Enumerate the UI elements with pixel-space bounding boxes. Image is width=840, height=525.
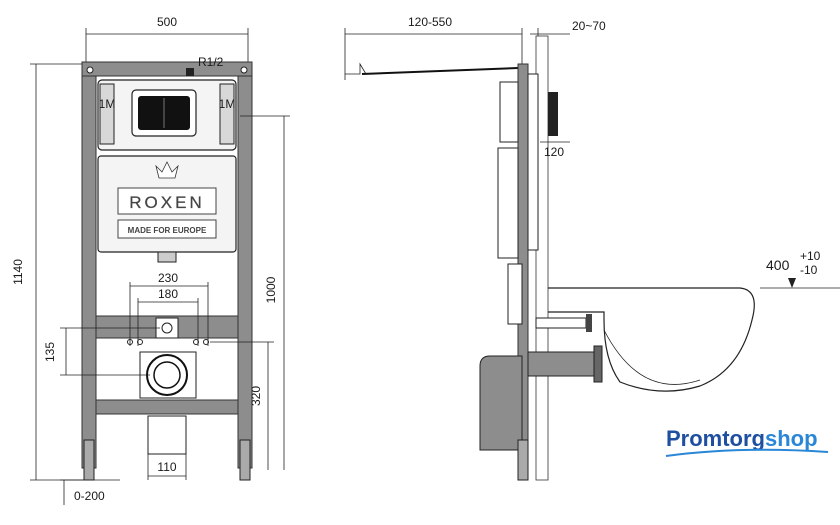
dim-110-label: 110 [157,460,176,474]
drain-bend [479,355,523,451]
dim-230-label: 230 [158,271,178,285]
water-inlet-icon [186,68,194,76]
left-tag: 1M [99,97,116,111]
brand-text: ROXEN [129,193,204,212]
dim-135-label: 135 [43,342,57,362]
wall-anchor-rod [361,67,519,75]
frame-top-bar [81,61,253,77]
tolerance-minus-label: -10 [800,263,818,277]
foot-adjust-label: 0-200 [74,489,105,503]
wall-gap-label: 20~70 [572,19,606,33]
watermark-swoosh [665,448,829,457]
dim-1000-label: 1000 [264,276,278,303]
width-label: 500 [157,15,177,29]
side-cistern [497,147,519,259]
frame-lower-bar [95,399,239,415]
side-flush-button [548,92,558,136]
height-marker-icon [788,278,796,288]
height-base-label: 400 [766,257,790,273]
crown-logo-icon [155,161,179,179]
watermark-logo: Promtorgshop [665,426,829,457]
frame-right-post [237,75,253,469]
tolerance-plus-label: +10 [800,249,821,263]
drain-connector [527,351,599,377]
svg-text:Promtorgshop: Promtorgshop [666,426,818,451]
dim-180-label: 180 [158,287,178,301]
tagline-text: MADE FOR EUROPE [128,226,207,235]
pipe-label: R1/2 [198,55,224,69]
right-tag: 1M [219,97,236,111]
height-label: 1140 [11,259,25,285]
front-view: 500 1140 R1/2 1M 1M ROXEN MADE FOR EUROP… [11,15,290,505]
watermark-part1: Promtorg [666,426,765,451]
watermark-part2: shop [765,426,818,451]
right-foot [239,439,251,481]
left-foot [83,439,95,481]
frame-left-post [81,75,97,469]
depth-label: 120-550 [408,15,452,29]
side-view: 120-550 20~70 120 [344,15,840,481]
dim-320-label: 320 [249,386,263,406]
outlet-depth-label: 120 [544,145,564,159]
toilet-bowl-outline [548,287,755,392]
